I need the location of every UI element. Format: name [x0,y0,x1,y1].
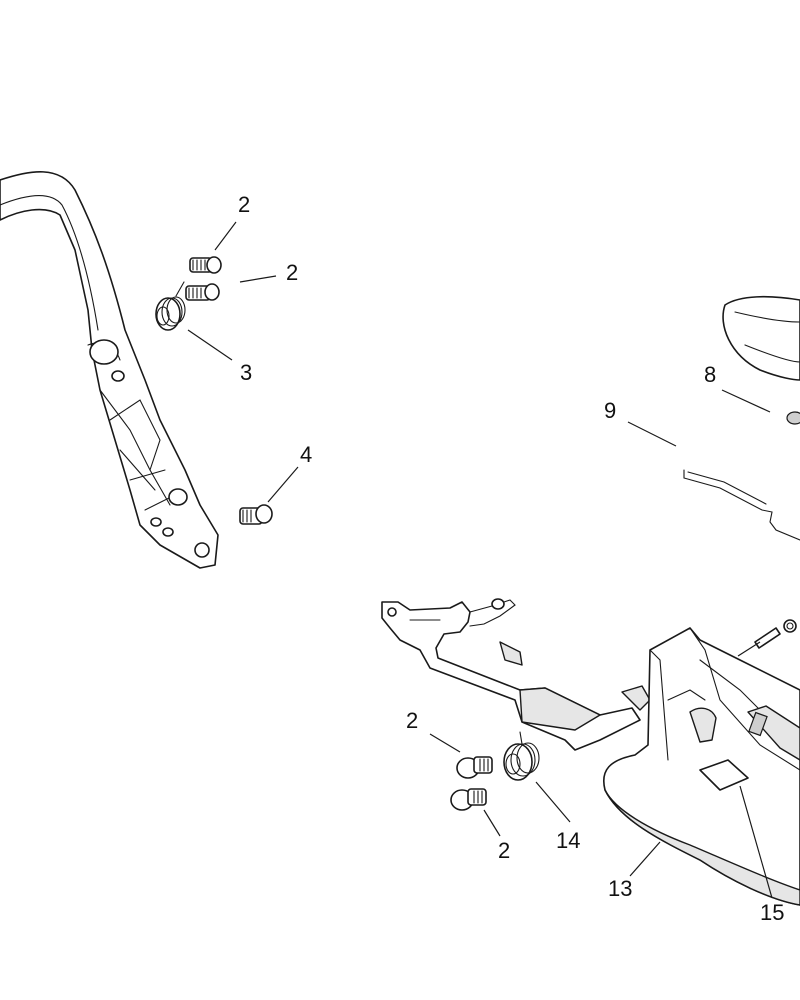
torsion-spring-part [503,731,540,781]
screw-part [189,256,222,274]
screw-part [450,788,487,811]
wire-rod-part [683,469,800,541]
callout-8: 8 [704,362,716,387]
housing-part [603,627,800,906]
lever-arm-part [381,598,651,751]
screw-part [456,756,493,779]
screw-part [239,504,273,525]
leader-lines [187,221,773,899]
callout-13: 13 [608,876,632,901]
callout-15: 15 [760,900,784,925]
callout-2: 2 [286,260,298,285]
callout-2: 2 [406,708,418,733]
pin-part [754,619,797,649]
callout-9: 9 [604,398,616,423]
callout-3: 3 [240,360,252,385]
callout-2: 2 [498,838,510,863]
handle-bar-part [0,171,219,569]
torsion-spring-part [155,281,186,331]
callout-4: 4 [300,442,312,467]
small-spring-part [786,411,800,425]
callout-2: 2 [238,192,250,217]
cover-part [722,295,800,381]
screw-part [185,283,220,301]
callout-14: 14 [556,828,580,853]
